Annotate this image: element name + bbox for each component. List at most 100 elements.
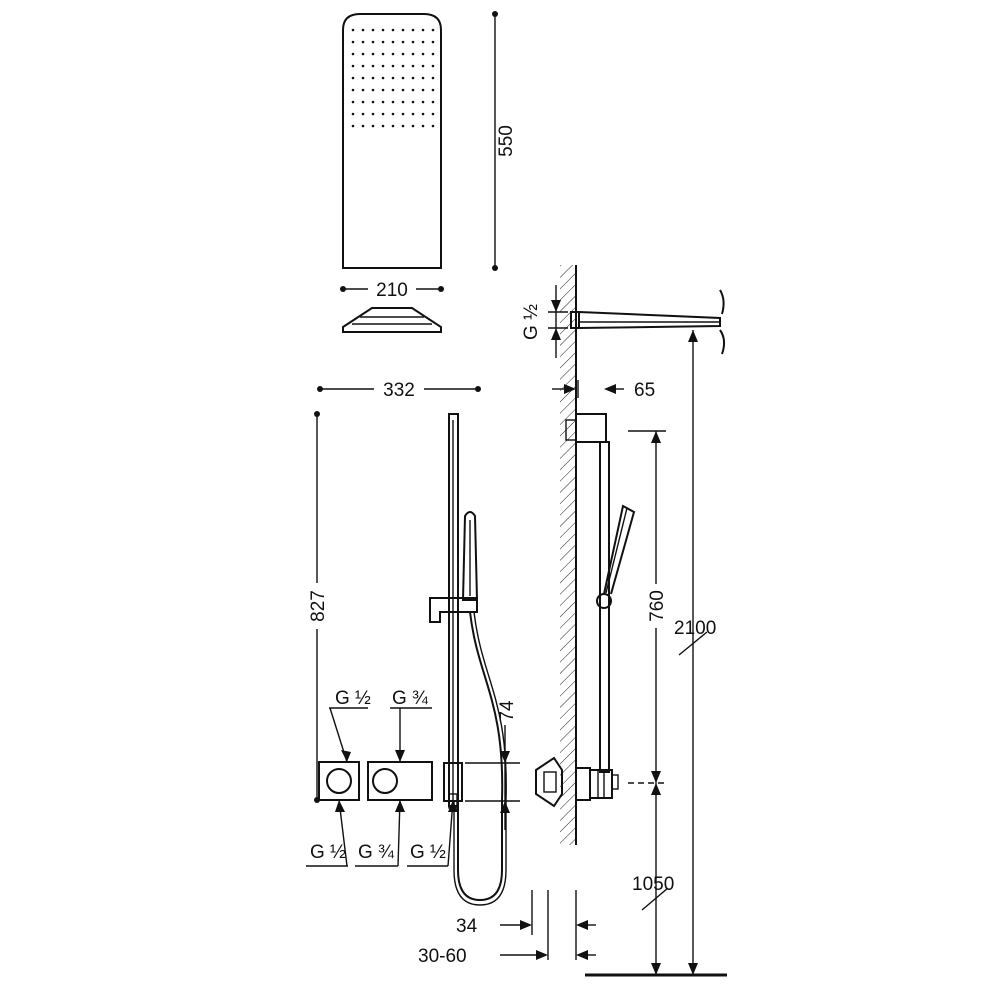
nozzle-dot bbox=[351, 40, 355, 44]
hand-shower-front bbox=[461, 511, 479, 601]
wall-projection-dimension: 65 bbox=[552, 380, 655, 401]
nozzle-dot bbox=[411, 124, 415, 128]
rail-spread-dimension: 332 bbox=[317, 378, 481, 401]
head-width-dimension: 210 bbox=[340, 278, 444, 301]
nozzle-dot bbox=[391, 52, 395, 56]
nozzle-dot bbox=[411, 64, 415, 68]
conn-bottom-left: G ½ bbox=[310, 842, 346, 863]
mixer-height-dimension: 1050 bbox=[632, 783, 674, 975]
outlet-spacing-label: 74 bbox=[497, 700, 518, 722]
nozzle-dot bbox=[361, 64, 365, 68]
rail-length-dimension: 760 bbox=[628, 430, 668, 784]
nozzle-dot bbox=[421, 124, 425, 128]
nozzle-dot bbox=[421, 100, 425, 104]
nozzle-dot bbox=[431, 112, 435, 116]
nozzle-dot bbox=[371, 76, 375, 80]
nozzle-dot bbox=[421, 112, 425, 116]
nozzle-dot bbox=[351, 100, 355, 104]
nozzle-dot bbox=[421, 52, 425, 56]
arm-inlet-label: G ½ bbox=[521, 304, 542, 340]
shower-arm-side bbox=[570, 289, 726, 355]
nozzle-dot bbox=[401, 100, 405, 104]
nozzle-dot bbox=[361, 88, 365, 92]
nozzle-dot bbox=[391, 40, 395, 44]
nozzle-dot bbox=[371, 100, 375, 104]
shower-nozzle-grid bbox=[351, 28, 435, 128]
nozzle-dot bbox=[361, 100, 365, 104]
nozzle-dot bbox=[411, 88, 415, 92]
nozzle-dot bbox=[391, 28, 395, 32]
total-height-dimension: 2100 bbox=[674, 330, 716, 975]
nozzle-dot bbox=[431, 100, 435, 104]
nozzle-dot bbox=[411, 28, 415, 32]
arm-inlet-dimension: G ½ bbox=[521, 285, 568, 358]
nozzle-dot bbox=[371, 64, 375, 68]
mixer-to-rail-label: 827 bbox=[308, 590, 329, 622]
recess-depth-dimension: 30-60 bbox=[418, 946, 596, 967]
nozzle-dot bbox=[401, 76, 405, 80]
nozzle-dot bbox=[371, 124, 375, 128]
nozzle-dot bbox=[351, 76, 355, 80]
nozzle-dot bbox=[421, 76, 425, 80]
nozzle-dot bbox=[421, 40, 425, 44]
nozzle-dot bbox=[431, 88, 435, 92]
wall-projection-label: 65 bbox=[634, 380, 655, 401]
nozzle-dot bbox=[391, 112, 395, 116]
nozzle-dot bbox=[431, 76, 435, 80]
nozzle-dot bbox=[381, 88, 385, 92]
plate-depth-dimension: 34 bbox=[456, 890, 596, 960]
shower-hose bbox=[453, 611, 507, 906]
thermostatic-mixer-plate bbox=[367, 761, 433, 801]
nozzle-dot bbox=[381, 112, 385, 116]
nozzle-dot bbox=[421, 28, 425, 32]
nozzle-dot bbox=[381, 28, 385, 32]
nozzle-dot bbox=[431, 40, 435, 44]
plate-depth-label: 34 bbox=[456, 916, 478, 937]
nozzle-dot bbox=[411, 40, 415, 44]
nozzle-dot bbox=[411, 52, 415, 56]
head-height-dimension: 550 bbox=[492, 11, 517, 271]
nozzle-dot bbox=[401, 52, 405, 56]
nozzle-dot bbox=[371, 28, 375, 32]
nozzle-dot bbox=[381, 124, 385, 128]
nozzle-dot bbox=[351, 52, 355, 56]
nozzle-dot bbox=[401, 64, 405, 68]
conn-top-right: G ¾ bbox=[392, 688, 429, 709]
nozzle-dot bbox=[431, 124, 435, 128]
rain-shower-head-front bbox=[342, 13, 442, 269]
nozzle-dot bbox=[351, 88, 355, 92]
nozzle-dot bbox=[391, 124, 395, 128]
rail-length-label: 760 bbox=[647, 590, 668, 622]
outlet-spacing-dimension: 74 bbox=[465, 700, 520, 830]
nozzle-dot bbox=[391, 88, 395, 92]
nozzle-dot bbox=[361, 76, 365, 80]
wall-section bbox=[560, 265, 577, 845]
nozzle-dot bbox=[411, 112, 415, 116]
nozzle-dot bbox=[351, 64, 355, 68]
shutoff-valve-plate bbox=[318, 761, 360, 801]
rail-spread-label: 332 bbox=[383, 380, 415, 401]
rain-shower-head-side bbox=[342, 307, 442, 333]
conn-bottom-right: G ½ bbox=[410, 842, 446, 863]
nozzle-dot bbox=[401, 28, 405, 32]
mixer-to-rail-dimension: 827 bbox=[306, 411, 329, 803]
head-height-label: 550 bbox=[496, 125, 517, 157]
head-width-label: 210 bbox=[376, 280, 408, 301]
nozzle-dot bbox=[401, 112, 405, 116]
nozzle-dot bbox=[381, 40, 385, 44]
mixer-body-side bbox=[535, 756, 619, 808]
recess-depth-label: 30-60 bbox=[418, 946, 467, 967]
slide-rail-front bbox=[448, 413, 459, 807]
nozzle-dot bbox=[381, 100, 385, 104]
nozzle-dot bbox=[351, 124, 355, 128]
nozzle-dot bbox=[391, 100, 395, 104]
nozzle-dot bbox=[431, 52, 435, 56]
nozzle-dot bbox=[361, 40, 365, 44]
nozzle-dot bbox=[361, 112, 365, 116]
nozzle-dot bbox=[351, 28, 355, 32]
nozzle-dot bbox=[371, 40, 375, 44]
nozzle-dot bbox=[381, 76, 385, 80]
nozzle-dot bbox=[391, 64, 395, 68]
nozzle-dot bbox=[381, 52, 385, 56]
